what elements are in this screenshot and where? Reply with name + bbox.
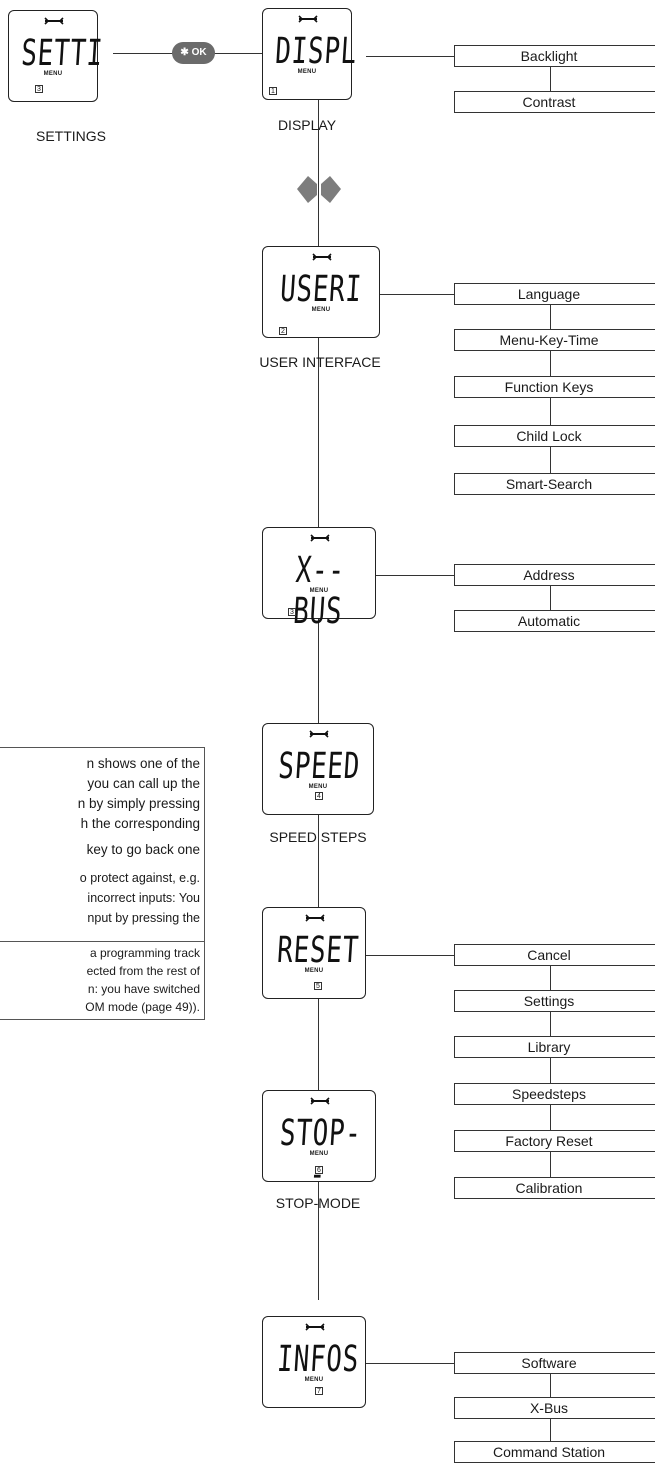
left-arrow-icon (297, 176, 317, 203)
segment-display: INFOS (275, 1339, 361, 1380)
submenu-library[interactable]: Library (454, 1036, 655, 1058)
caption-stop-mode: STOP-MODE (275, 1195, 361, 1211)
submenu-function-keys[interactable]: Function Keys (454, 376, 655, 398)
note-line: n: you have switched (87, 982, 200, 996)
note-line: you can call up the (87, 776, 200, 791)
note-box: n shows one of the you can call up the n… (0, 747, 205, 942)
lcd-screen-reset: RESET MENU 5 (262, 907, 366, 999)
note-line: n shows one of the (86, 756, 200, 771)
note-line: n by simply pressing (77, 796, 200, 811)
screen-number: 3 (288, 608, 296, 616)
infos-branch-connector (366, 1363, 454, 1365)
wrench-icon (312, 253, 332, 261)
lcd-screen-speed-steps: SPEED MENU 4 (262, 723, 374, 815)
note-continuation: a programming track ected from the rest … (0, 940, 205, 1020)
menu-label: MENU (304, 968, 324, 974)
lcd-screen-user-interface: USERI MENU 2 (262, 246, 380, 338)
reset-branch-connector (366, 955, 454, 957)
note-line: a programming track (89, 946, 200, 960)
submenu-automatic[interactable]: Automatic (454, 610, 655, 632)
lcd-screen-settings: SETTI MENU 3 (8, 10, 105, 102)
menu-label: MENU (297, 69, 317, 75)
submenu-language[interactable]: Language (454, 283, 655, 305)
segment-display: SPEED (277, 746, 362, 787)
wrench-icon (298, 15, 318, 23)
display-submenu-spine (550, 56, 552, 102)
note-line: key to go back one (86, 842, 200, 857)
menu-label: MENU (309, 1151, 329, 1157)
lcd-screen-display: DISPL MENU 1 (262, 8, 359, 100)
caption-settings: SETTINGS (35, 128, 106, 144)
caption-user-interface: USER INTERFACE (259, 354, 381, 370)
note-line: o protect against, e.g. (79, 871, 200, 885)
wrench-icon (309, 730, 329, 738)
right-arrow-icon (321, 176, 341, 203)
segment-display: RESET (275, 930, 361, 971)
ok-button[interactable]: ✱ OK (172, 42, 215, 64)
x-bus-branch-connector (376, 575, 454, 577)
submenu-menu-key-time[interactable]: Menu-Key-Time (454, 329, 655, 351)
ok-to-display-connector (214, 53, 262, 55)
display-branch-connector (366, 56, 454, 58)
wrench-icon (305, 1323, 325, 1331)
wrench-icon (305, 914, 325, 922)
star-icon: ✱ (180, 47, 189, 58)
submenu-cancel[interactable]: Cancel (454, 944, 655, 966)
screen-number: 1 (269, 87, 277, 95)
submenu-speedsteps[interactable]: Speedsteps (454, 1083, 655, 1105)
screen-number: 6 (315, 1166, 323, 1174)
note-line: nput by pressing the (87, 911, 200, 925)
submenu-factory-reset[interactable]: Factory Reset (454, 1130, 655, 1152)
wrench-icon (310, 534, 330, 542)
note-line: incorrect inputs: You (87, 891, 200, 905)
submenu-backlight[interactable]: Backlight (454, 45, 655, 67)
submenu-x-bus[interactable]: X-Bus (454, 1397, 655, 1419)
submenu-settings[interactable]: Settings (454, 990, 655, 1012)
note-line: OM mode (page 49)). (85, 1000, 200, 1014)
menu-label: MENU (311, 307, 331, 313)
x-bus-submenu-spine (550, 575, 552, 621)
screen-number: 4 (315, 792, 323, 800)
lcd-screen-infos: INFOS MENU 7 (262, 1316, 366, 1408)
segment-display: USERI (278, 269, 364, 310)
menu-label: MENU (309, 588, 329, 594)
reset-submenu-spine (550, 955, 552, 1187)
submenu-calibration[interactable]: Calibration (454, 1177, 655, 1199)
segment-display: SETTI (20, 33, 105, 74)
menu-label: MENU (304, 1377, 324, 1383)
submenu-command-station[interactable]: Command Station (454, 1441, 655, 1463)
main-vertical-connector (318, 100, 320, 1300)
lcd-screen-x-bus: X--BUS MENU 3 (262, 527, 376, 632)
screen-number: 7 (315, 1387, 323, 1395)
ok-button-label: OK (191, 47, 207, 58)
submenu-software[interactable]: Software (454, 1352, 655, 1374)
wrench-icon (44, 17, 64, 25)
submenu-contrast[interactable]: Contrast (454, 91, 655, 113)
screen-number: 3 (35, 85, 43, 93)
caption-speed-steps: SPEED STEPS (269, 829, 367, 845)
submenu-address[interactable]: Address (454, 564, 655, 586)
note-line: ected from the rest of (86, 964, 200, 978)
screen-number: 5 (314, 982, 322, 990)
submenu-child-lock[interactable]: Child Lock (454, 425, 655, 447)
menu-label: MENU (43, 71, 63, 77)
settings-to-ok-connector (113, 53, 173, 55)
segment-display: DISPL (274, 31, 359, 72)
submenu-smart-search[interactable]: Smart-Search (454, 473, 655, 495)
user-interface-branch-connector (380, 294, 454, 296)
note-line: h the corresponding (80, 816, 200, 831)
menu-label: MENU (308, 784, 328, 790)
wrench-icon (310, 1097, 330, 1105)
caption-display: DISPLAY (277, 117, 337, 133)
screen-number: 2 (279, 327, 287, 335)
lcd-screen-stop-mode: STOP-- MENU 6 (262, 1090, 376, 1195)
